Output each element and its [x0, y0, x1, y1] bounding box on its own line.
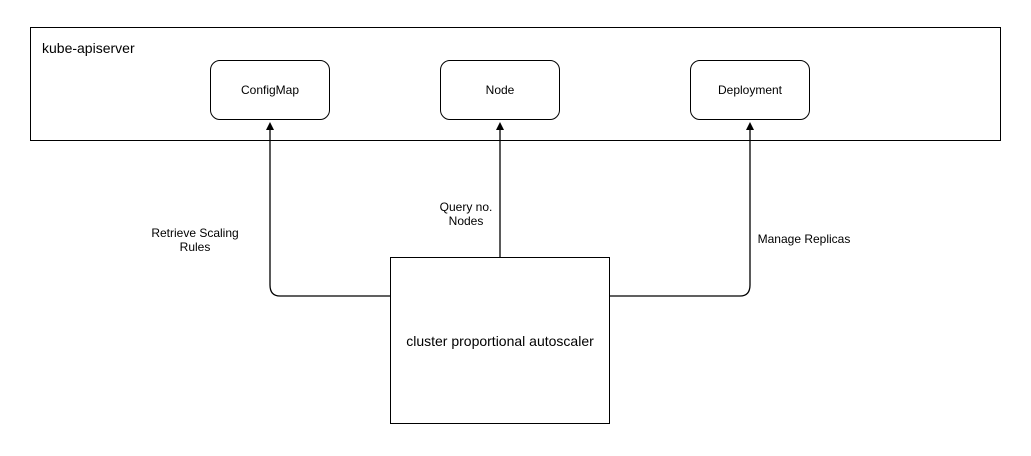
autoscaler-label: cluster proportional autoscaler [406, 332, 594, 349]
node-label: Node [485, 83, 515, 97]
manage-replicas-label: Manage Replicas [757, 232, 851, 246]
query-no-nodes-label: Query no. Nodes [439, 200, 493, 228]
autoscaler-node: cluster proportional autoscaler [390, 257, 610, 424]
deployment-node: Deployment [690, 60, 810, 120]
node-node: Node [440, 60, 560, 120]
configmap-label: ConfigMap [240, 83, 300, 97]
deployment-label: Deployment [717, 83, 783, 97]
edge-retrieve-scaling-rules [266, 122, 390, 297]
retrieve-scaling-rules-label: Retrieve Scaling Rules [151, 226, 239, 254]
kube-apiserver-label: kube-apiserver [42, 40, 135, 56]
edge-manage-replicas [610, 122, 754, 297]
configmap-node: ConfigMap [210, 60, 330, 120]
